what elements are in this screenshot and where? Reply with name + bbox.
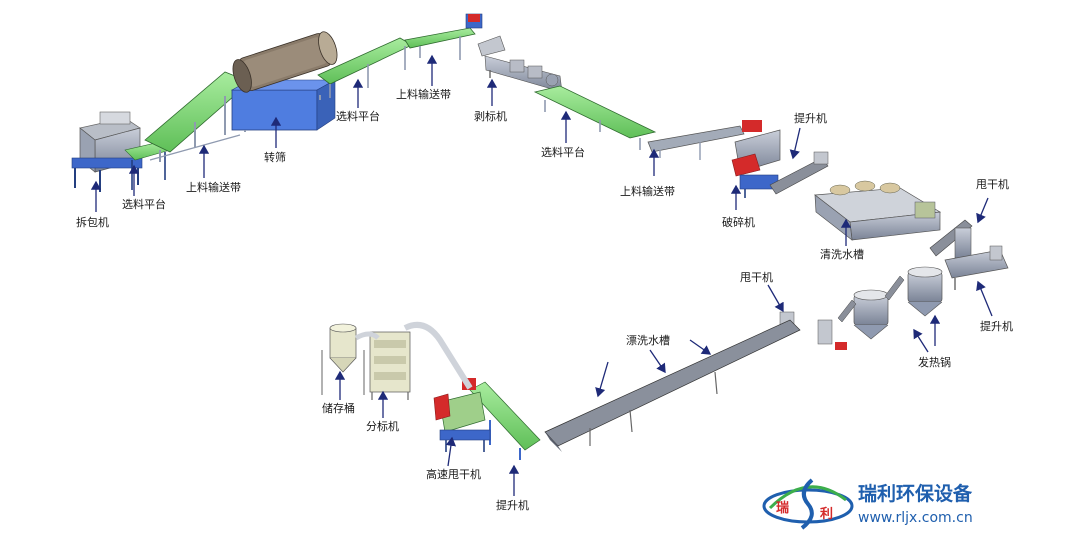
- label-label-remover: 剥标机: [474, 109, 507, 123]
- sort-platform-3-machine: [533, 85, 657, 150]
- elevator-2-machine: [944, 245, 1009, 290]
- label-baler: 拆包机: [76, 215, 109, 229]
- dryer-1-machine: [929, 219, 973, 259]
- label-elevator-3: 提升机: [496, 498, 529, 512]
- arrow-elevator-2: [976, 280, 993, 317]
- label-conveyor-2: 上料输送带: [396, 87, 451, 101]
- label-wash-tank: 清洗水槽: [820, 248, 864, 261]
- arrow-high-speed-dryer: [445, 436, 457, 467]
- label-heating-pot: 发热锅: [918, 355, 951, 369]
- heating-pot-machine: [817, 266, 943, 350]
- label-sort-platform-2: 选料平台: [336, 109, 380, 123]
- brand-logo: 瑞 利: [762, 478, 854, 530]
- arrow-rinse-2: [649, 349, 666, 374]
- elevator-1-machine: [769, 151, 829, 195]
- trommel-machine: [230, 31, 338, 132]
- storage-bin-machine: [321, 323, 380, 395]
- label-conveyor-1: 上料输送带: [186, 180, 241, 194]
- arrow-elevator-1: [789, 127, 801, 160]
- label-trommel: 转筛: [264, 150, 286, 164]
- brand-name: 瑞利环保设备: [858, 482, 973, 505]
- conveyor-3-machine: [647, 125, 745, 160]
- conveyor-1-machine: [144, 71, 251, 162]
- arrow-rinse-1: [595, 361, 609, 398]
- label-sort-platform-3: 选料平台: [541, 145, 585, 159]
- label-elevator-1: 提升机: [794, 111, 827, 125]
- label-dryer-1: 甩干机: [976, 177, 1009, 191]
- label-sort-platform-1: 选料平台: [122, 197, 166, 211]
- label-arrows: [90, 54, 993, 496]
- baler-machine: [71, 111, 143, 192]
- label-conveyor-3: 上料输送带: [620, 184, 675, 198]
- crusher-machine: [731, 120, 781, 198]
- conveyor-2-machine: [404, 13, 483, 60]
- rinse-tank-machine: [544, 319, 801, 452]
- logo-s-mark: [800, 478, 814, 530]
- label-crusher: 破碎机: [722, 215, 755, 229]
- high-speed-dryer-machine: [433, 378, 491, 452]
- label-dryer-2: 甩干机: [740, 270, 773, 284]
- arrow-dryer-2: [767, 284, 784, 313]
- label-elevator-2: 提升机: [980, 319, 1013, 333]
- logo-char-2: 利: [820, 506, 833, 522]
- label-rinse-tank: 漂洗水槽: [626, 334, 670, 347]
- labels: 拆包机 选料平台 上料输送带 转筛 选料平台 上料输送带 剥标机 选料平台 上料…: [76, 87, 1013, 512]
- separator-machine: [369, 322, 473, 400]
- label-high-speed-dryer: 高速甩干机: [426, 467, 481, 481]
- wash-tank-machine: [814, 180, 942, 241]
- arrow-heating-pot-a: [913, 328, 929, 353]
- arrow-dryer-1: [976, 197, 989, 224]
- label-storage-bin: 储存桶: [322, 401, 355, 415]
- arrow-rinse-3: [689, 339, 712, 355]
- elevator-3-machine: [469, 381, 541, 460]
- label-remover-machine: [477, 35, 563, 93]
- logo-char-1: 瑞: [776, 500, 789, 516]
- brand-url: www.rljx.com.cn: [858, 510, 973, 526]
- label-separator: 分标机: [366, 419, 399, 433]
